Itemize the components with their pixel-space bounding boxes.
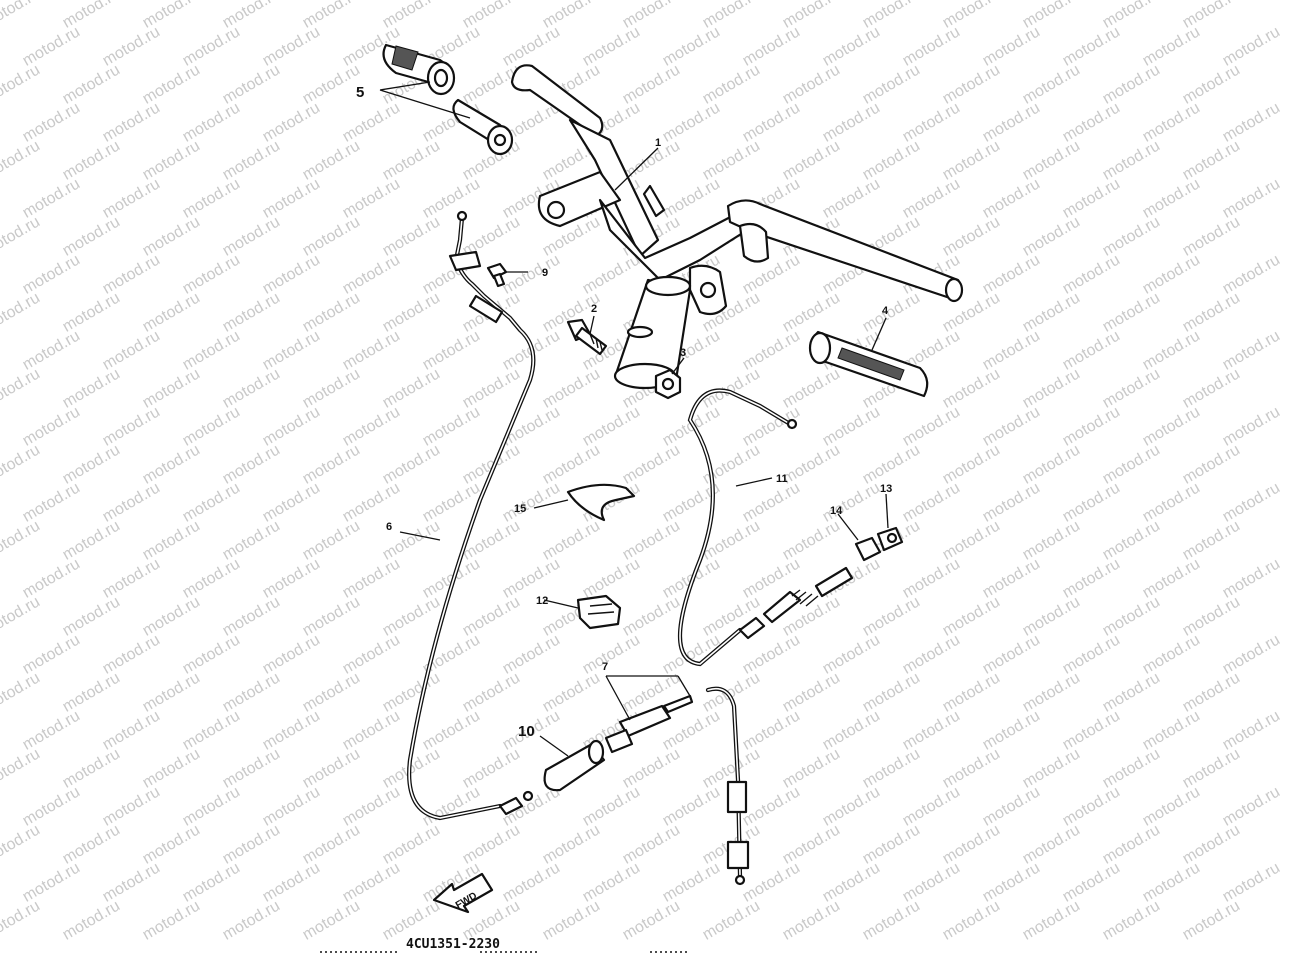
adjuster-cap — [876, 526, 904, 552]
handlebar — [510, 64, 964, 390]
throttle-cable — [407, 210, 536, 821]
callout-1: 1 — [655, 137, 661, 149]
callout-4: 4 — [882, 305, 889, 317]
callout-9: 9 — [542, 267, 548, 279]
right-grip — [808, 317, 929, 398]
callout-12: 12 — [536, 595, 548, 607]
callout-2: 2 — [591, 303, 597, 315]
bolt — [566, 315, 608, 356]
callout-6: 6 — [386, 521, 392, 533]
cable-joint — [604, 694, 694, 754]
screw — [486, 262, 508, 288]
oil-pump-cable — [705, 686, 750, 886]
callout-10: 10 — [518, 723, 535, 740]
callout-14: 14 — [830, 505, 843, 517]
adjuster-nut — [854, 536, 882, 562]
left-grip — [382, 43, 456, 96]
cable-clamp — [576, 594, 622, 630]
diagram-code: 4CU1351-2230 — [406, 937, 500, 952]
callout-3: 3 — [680, 347, 686, 359]
throttle-grip-set — [379, 43, 514, 156]
callout-5: 5 — [356, 84, 364, 101]
callout-15: 15 — [514, 503, 526, 515]
callout-7: 7 — [602, 661, 608, 673]
forward-arrow: FWD — [432, 872, 494, 914]
cable-band — [566, 483, 636, 522]
nut — [654, 357, 685, 400]
cable-cover — [543, 739, 606, 792]
throttle-tube — [452, 98, 514, 156]
callout-11: 11 — [776, 473, 788, 485]
brake-cable — [677, 388, 854, 667]
callout-13: 13 — [880, 483, 892, 495]
